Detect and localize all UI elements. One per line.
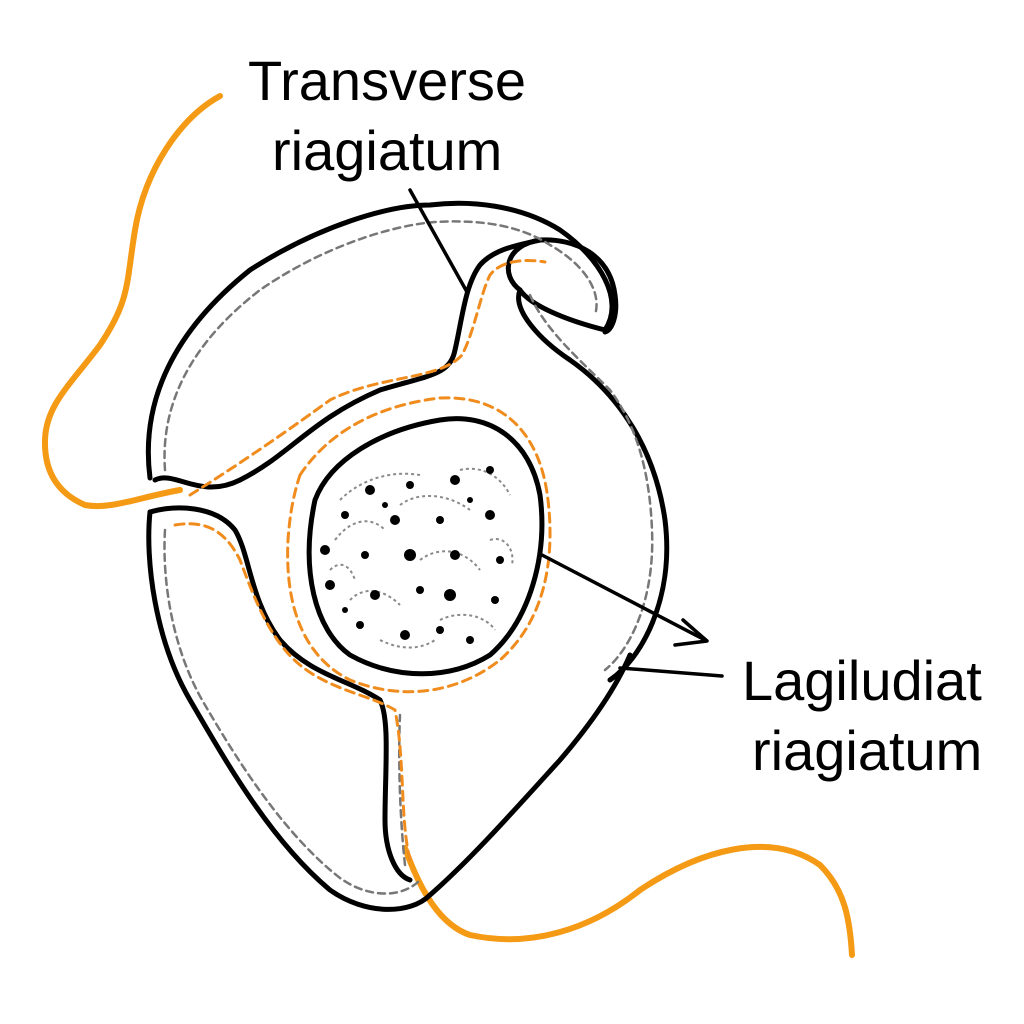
- longitudinal-label-line2: riagiatum: [752, 719, 982, 782]
- longitudinal-arrow-line: [542, 555, 705, 640]
- longitudinal-flagellum: [405, 847, 852, 955]
- longitudinal-leader-line: [620, 668, 722, 676]
- transverse-label-line1: Transverse: [248, 49, 526, 112]
- longitudinal-label-line1: Lagiludiat: [742, 649, 982, 712]
- transverse-label-line2: riagiatum: [272, 119, 502, 182]
- transverse-flagellum: [45, 96, 220, 506]
- nucleus: [309, 419, 542, 674]
